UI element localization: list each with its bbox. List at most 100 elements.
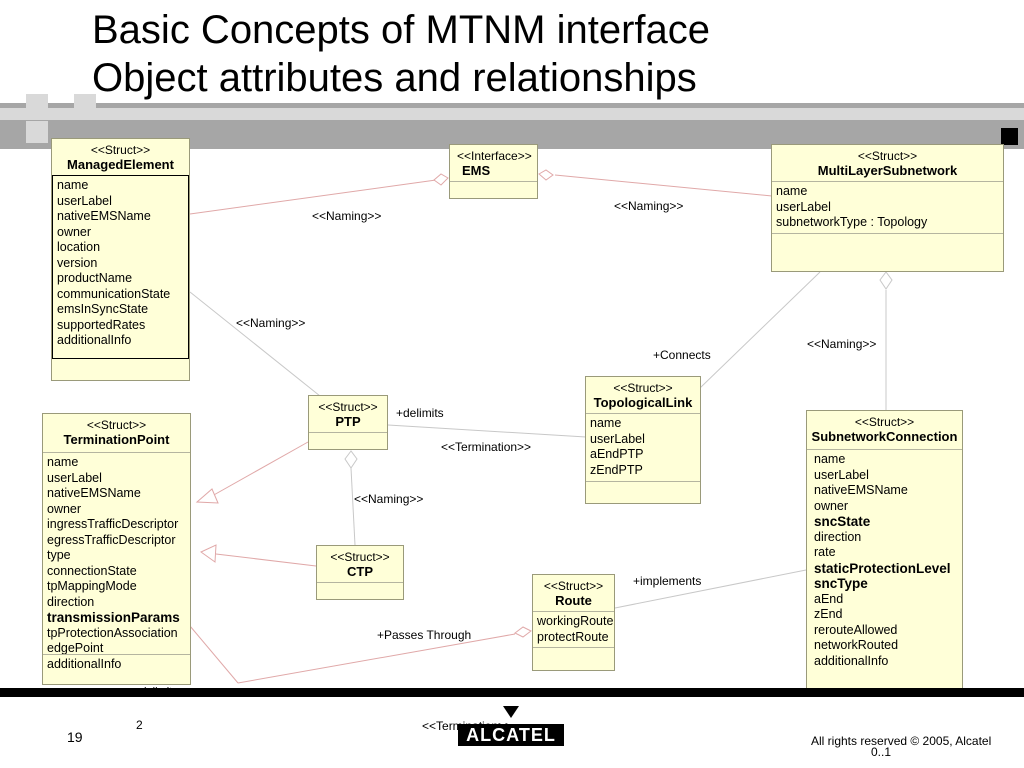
attr: additionalInfo bbox=[814, 653, 889, 668]
attr: nativeEMSName bbox=[814, 483, 908, 497]
attr: direction bbox=[47, 594, 95, 609]
route-stereotype: <<Struct>> bbox=[543, 579, 604, 593]
attr: subnetworkType : Topology bbox=[776, 215, 928, 229]
label-termination: <<Termination>> bbox=[441, 440, 532, 454]
mls-stereotype: <<Struct>> bbox=[857, 149, 918, 163]
attr: userLabel bbox=[590, 431, 645, 446]
band-square-1 bbox=[26, 94, 48, 116]
line-ctp-tp bbox=[215, 553, 317, 567]
line-tl-mls bbox=[699, 271, 821, 389]
corner-square bbox=[1001, 128, 1018, 145]
attr: connectionState bbox=[47, 563, 137, 578]
copyright: All rights reserved © 2005, Alcatel bbox=[811, 734, 992, 748]
attr: protectRoute bbox=[537, 629, 609, 644]
attr: owner bbox=[57, 224, 92, 239]
ems-name: EMS bbox=[462, 163, 491, 178]
tl-attributes: name userLabel aEndPTP zEndPTP bbox=[586, 413, 700, 480]
label-passes-through: +Passes Through bbox=[377, 628, 472, 642]
class-ctp[interactable]: <<Struct>> CTP bbox=[316, 545, 404, 600]
diamond-ems-right bbox=[538, 169, 554, 181]
tp-separator bbox=[43, 654, 190, 655]
line-me-ptp bbox=[189, 291, 321, 397]
label-naming-ptp-ctp: <<Naming>> bbox=[354, 492, 424, 506]
line-me-ems bbox=[189, 179, 437, 215]
ctp-name: CTP bbox=[347, 564, 373, 579]
diamond-ptp bbox=[344, 450, 358, 469]
mls-attributes: name userLabel subnetworkType : Topology bbox=[772, 181, 1003, 233]
diamond-mls bbox=[879, 271, 893, 290]
class-subnetwork-connection[interactable]: <<Struct>> SubnetworkConnection name use… bbox=[806, 410, 963, 694]
mls-separator bbox=[772, 233, 1003, 234]
attr: type bbox=[47, 548, 71, 562]
line-ptp-tp bbox=[211, 441, 309, 497]
label-connects: +Connects bbox=[653, 348, 711, 362]
line-route-tp bbox=[189, 625, 239, 684]
attr: aEnd bbox=[814, 591, 844, 606]
class-multi-layer-subnetwork[interactable]: <<Struct>> MultiLayerSubnetwork name use… bbox=[771, 144, 1004, 272]
label-naming-me-ems: <<Naming>> bbox=[312, 209, 382, 223]
line-route-passes bbox=[237, 633, 516, 684]
attr: workingRoute bbox=[537, 614, 614, 628]
class-ptp[interactable]: <<Struct>> PTP bbox=[308, 395, 388, 450]
attr: rate bbox=[814, 545, 836, 559]
diamond-route bbox=[514, 626, 532, 638]
header-band-stripe bbox=[0, 108, 1024, 120]
tp-attributes: name userLabel nativeEMSName owner ingre… bbox=[43, 452, 190, 674]
line-ptp-tl bbox=[387, 424, 587, 438]
mls-name: MultiLayerSubnetwork bbox=[817, 163, 958, 178]
route-name: Route bbox=[555, 593, 592, 608]
class-topological-link[interactable]: <<Struct>> TopologicalLink name userLabe… bbox=[585, 376, 701, 504]
footer-divider bbox=[0, 688, 1024, 697]
attr: additionalInfo bbox=[47, 656, 122, 671]
route-separator bbox=[533, 647, 614, 648]
attr: userLabel bbox=[57, 193, 112, 208]
attr: supportedRates bbox=[57, 317, 146, 332]
ptp-separator bbox=[309, 432, 387, 433]
attr: sncType bbox=[814, 576, 868, 591]
attr: transmissionParams bbox=[47, 610, 180, 625]
snc-attributes: name userLabel nativeEMSName owner sncSt… bbox=[807, 449, 962, 671]
class-termination-point[interactable]: <<Struct>> TerminationPoint name userLab… bbox=[42, 413, 191, 685]
line-ptp-ctp bbox=[350, 467, 356, 546]
attr: productName bbox=[57, 271, 133, 285]
label-naming-me-ptp: <<Naming>> bbox=[236, 316, 306, 330]
label-delimits: +delimits bbox=[396, 406, 444, 420]
slide-title-line1: Basic Concepts of MTNM interface bbox=[92, 8, 710, 52]
class-ems[interactable]: <<Interface>> EMS bbox=[449, 144, 538, 199]
attr: sncState bbox=[814, 514, 871, 529]
line-route-snc bbox=[614, 569, 807, 609]
managed-element-attributes: name userLabel nativeEMSName owner locat… bbox=[52, 175, 189, 359]
managed-element-stereotype: <<Struct>> bbox=[90, 143, 151, 157]
attr: edgePoint bbox=[47, 641, 104, 655]
managed-element-name: ManagedElement bbox=[67, 157, 174, 172]
tp-stereotype: <<Struct>> bbox=[86, 418, 147, 432]
tp-name: TerminationPoint bbox=[63, 432, 170, 447]
attr: egressTrafficDescriptor bbox=[47, 532, 176, 547]
slide-title-line2: Object attributes and relationships bbox=[92, 56, 697, 100]
label-implements: +implements bbox=[633, 574, 702, 588]
tl-stereotype: <<Struct>> bbox=[613, 381, 673, 395]
small-number: 2 bbox=[136, 718, 143, 732]
label-delimits-cut: +delimits bbox=[134, 686, 178, 698]
attr: nativeEMSName bbox=[57, 209, 151, 223]
page-number: 19 bbox=[67, 729, 83, 745]
attr: aEndPTP bbox=[590, 447, 644, 461]
attr: name bbox=[47, 455, 79, 469]
snc-name: SubnetworkConnection bbox=[811, 429, 958, 444]
class-managed-element[interactable]: <<Struct>> ManagedElement name userLabel… bbox=[51, 138, 190, 381]
attr: networkRouted bbox=[814, 638, 899, 652]
line-ems-mls bbox=[554, 174, 773, 197]
ems-stereotype: <<Interface>> bbox=[457, 149, 532, 163]
gen-arrow-ptp bbox=[195, 488, 219, 504]
attr: staticProtectionLevel bbox=[814, 560, 951, 576]
alcatel-logo: ALCATEL bbox=[458, 724, 564, 746]
logo-triangle-icon bbox=[503, 706, 519, 718]
band-square-2 bbox=[74, 94, 96, 116]
attr: ingressTrafficDescriptor bbox=[47, 517, 179, 531]
class-route[interactable]: <<Struct>> Route workingRoute protectRou… bbox=[532, 574, 615, 671]
diamond-ems-left bbox=[433, 173, 449, 186]
ctp-stereotype: <<Struct>> bbox=[330, 550, 390, 564]
attr: additionalInfo bbox=[57, 333, 132, 347]
ems-separator bbox=[450, 181, 537, 182]
route-attributes: workingRoute protectRoute bbox=[533, 611, 614, 647]
